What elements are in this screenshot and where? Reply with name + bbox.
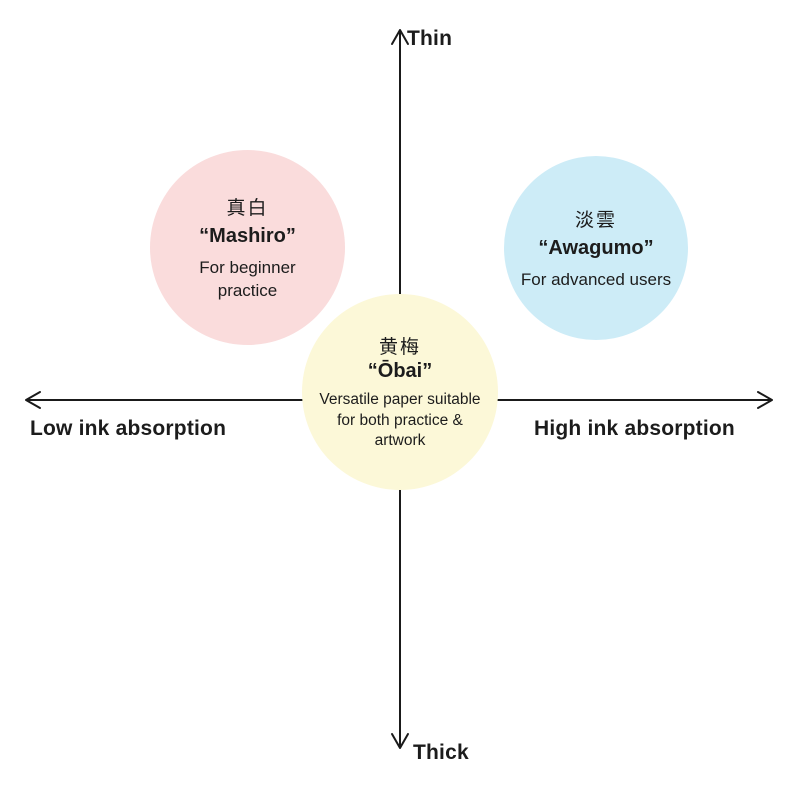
obai-kanji: 黄梅: [378, 337, 421, 359]
awagumo-description: For advanced users: [520, 269, 672, 289]
awagumo-name: “Awagumo”: [538, 236, 654, 259]
arrowhead-up-icon: [391, 29, 409, 45]
circle-obai: 黄梅 “Ōbai” Versatile paper suitable for b…: [302, 294, 498, 490]
obai-description: Versatile paper suitable for both practi…: [319, 391, 481, 450]
awagumo-kanji: 淡雲: [574, 209, 617, 231]
obai-name: “Ōbai”: [367, 360, 433, 383]
axis-label-thin: Thin: [407, 27, 453, 50]
circle-mashiro: 真白 “Mashiro” For beginner practice: [150, 150, 345, 345]
circle-awagumo: 淡雲 “Awagumo” For advanced users: [504, 156, 688, 340]
arrowhead-down-icon: [391, 733, 409, 749]
mashiro-description: For beginner practice: [199, 257, 296, 300]
arrowhead-left-icon: [25, 391, 41, 409]
axis-label-thick: Thick: [413, 741, 469, 764]
axis-label-high-ink-absorption: High ink absorption: [534, 417, 735, 440]
arrowhead-right-icon: [757, 391, 773, 409]
axis-label-low-ink-absorption: Low ink absorption: [30, 417, 227, 440]
mashiro-name: “Mashiro”: [199, 224, 296, 247]
mashiro-kanji: 真白: [226, 197, 269, 219]
